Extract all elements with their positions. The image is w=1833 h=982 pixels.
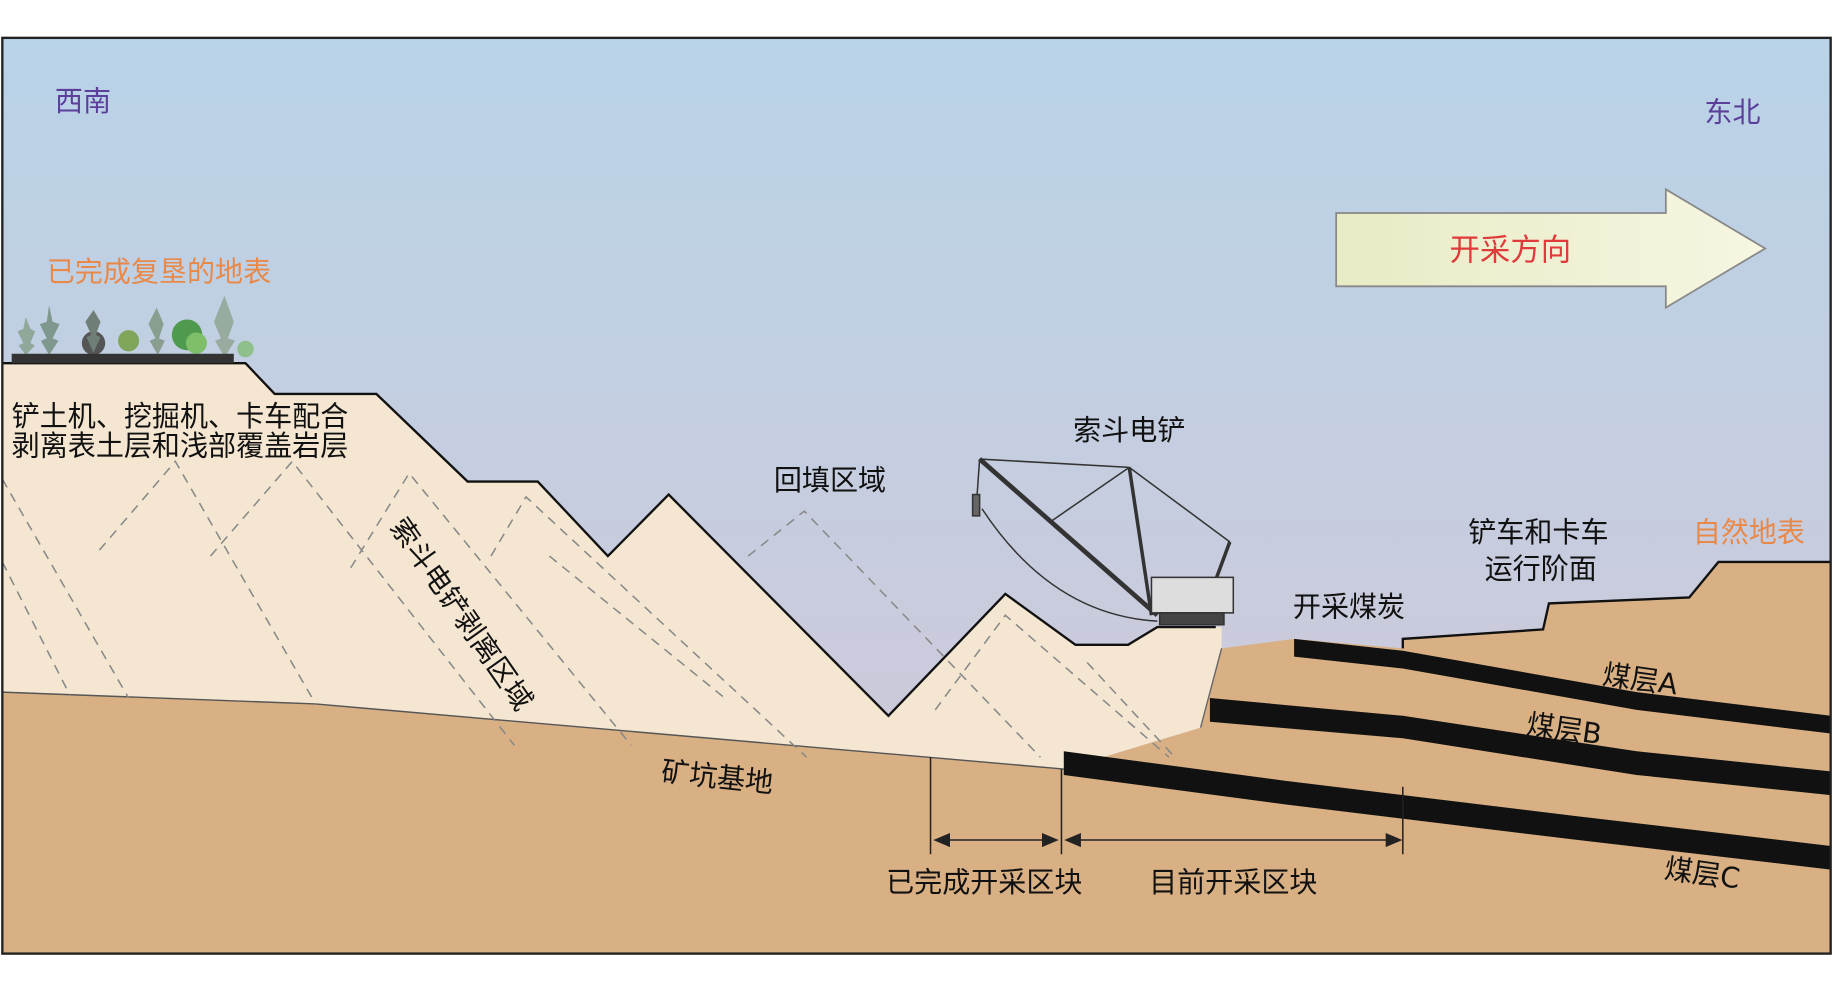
bench-outline	[1401, 560, 1831, 649]
completed-block-label: 已完成开采区块	[886, 866, 1082, 899]
bench-label-line2: 运行阶面	[1485, 552, 1597, 585]
direction-northeast: 东北	[1704, 96, 1760, 129]
stripping-label-line1: 铲土机、挖掘机、卡车配合	[12, 400, 349, 433]
stripping-label-line2: 剥离表土层和浅部覆盖岩层	[12, 429, 349, 462]
mining-direction-arrow	[1335, 187, 1767, 310]
bench-label-line1: 铲车和卡车	[1468, 516, 1608, 549]
coal-seam-c	[1063, 751, 1831, 870]
dragline-excavator-icon	[971, 457, 1235, 626]
direction-southwest: 西南	[55, 85, 111, 118]
mining-direction-label: 开采方向	[1450, 233, 1572, 268]
coal-seam-b	[1209, 698, 1831, 796]
spoil-dashed-lines	[1, 460, 1176, 758]
diagram-frame	[1, 36, 1832, 955]
surface-outline	[2, 362, 1216, 718]
mine-face	[1199, 648, 1223, 728]
dragline-label: 索斗电铲	[1073, 414, 1185, 447]
backfill-area-label: 回填区域	[774, 464, 886, 497]
reclaimed-surface-label: 已完成复垦的地表	[47, 255, 271, 288]
current-block-label: 目前开采区块	[1149, 866, 1317, 899]
trees-icon	[11, 295, 254, 364]
block-dimension-lines	[929, 757, 1404, 855]
coal-seam-a	[1294, 638, 1831, 734]
spoil-area	[2, 363, 1222, 770]
coal-mining-label: 开采煤炭	[1293, 590, 1405, 623]
natural-surface-label: 自然地表	[1693, 516, 1805, 549]
